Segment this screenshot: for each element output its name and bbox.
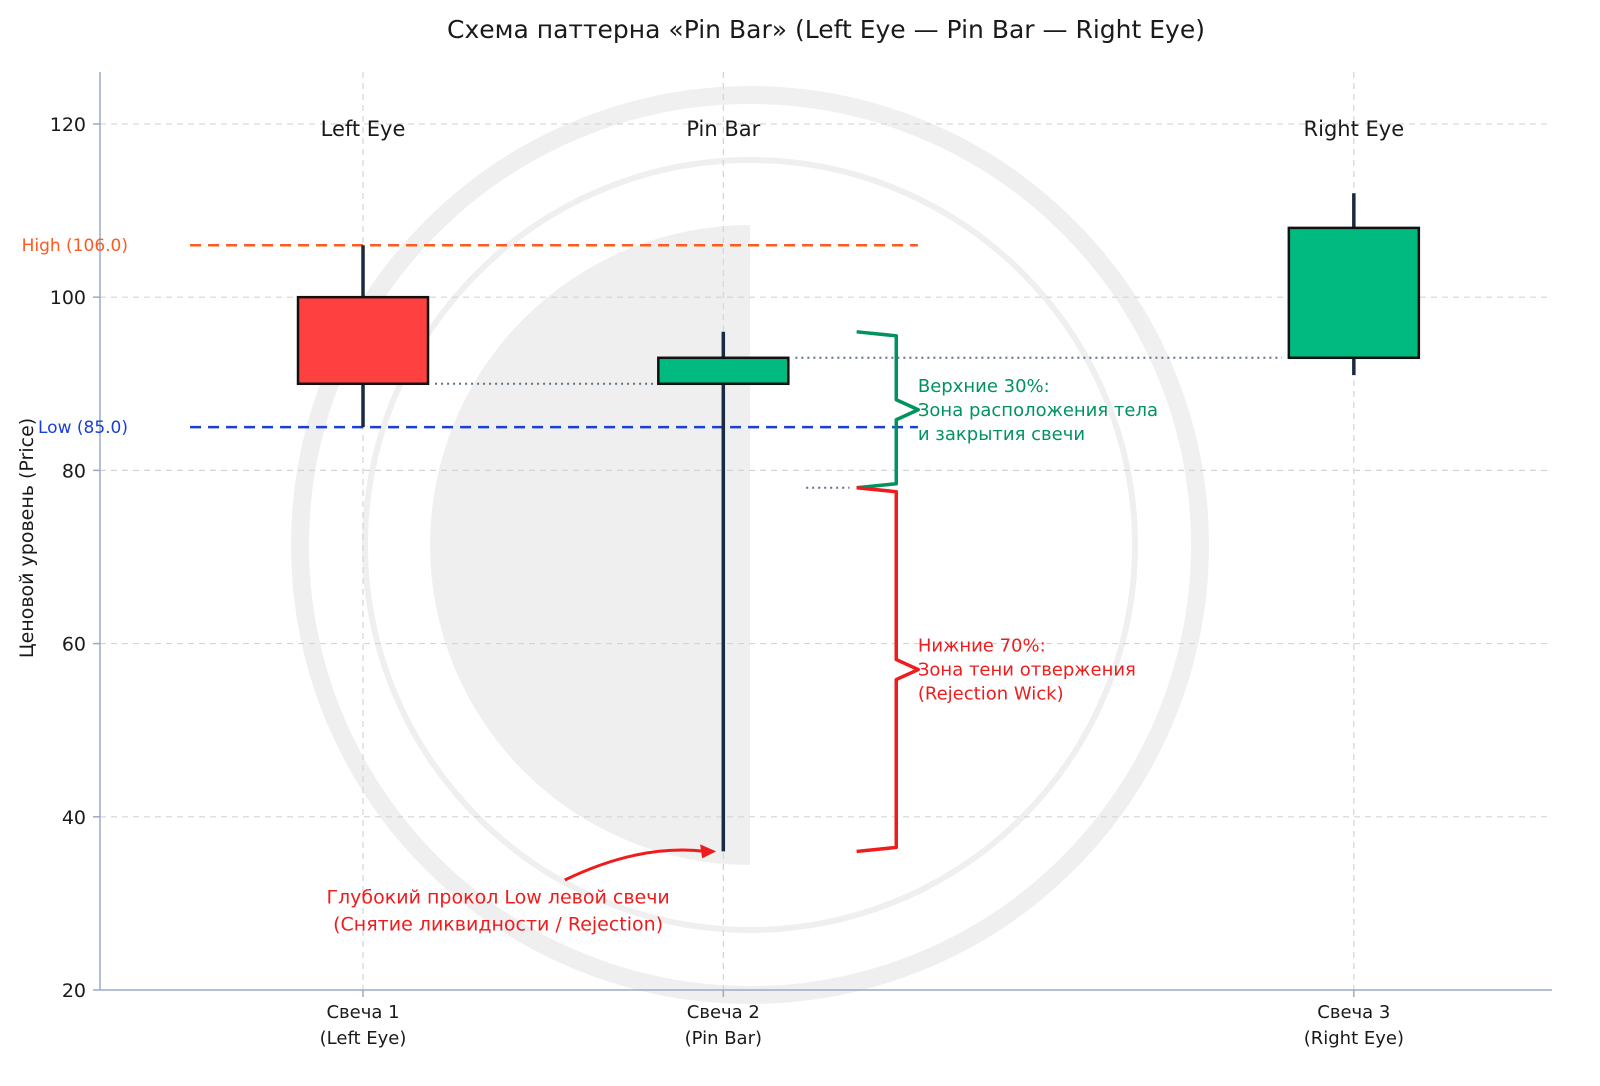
zone-label: (Rejection Wick) xyxy=(918,684,1064,705)
candle-name-label: Left Eye xyxy=(321,117,406,141)
y-tick-label: 20 xyxy=(62,980,86,1002)
y-axis-label: Ценовой уровень (Price) xyxy=(16,418,38,658)
x-tick-label: (Right Eye) xyxy=(1304,1028,1404,1049)
reference-line-label: High (106.0) xyxy=(22,236,128,256)
reference-lines xyxy=(190,243,1282,489)
x-tick-label: (Left Eye) xyxy=(320,1028,407,1049)
zone-label: Верхние 30%: xyxy=(918,376,1050,397)
candle-name-label: Pin Bar xyxy=(686,117,760,141)
reference-line-label: Low (85.0) xyxy=(38,418,128,438)
y-tick-label: 40 xyxy=(62,807,86,829)
candle-body xyxy=(657,356,790,386)
zone-label: и закрытия свечи xyxy=(918,424,1085,445)
y-tick-label: 80 xyxy=(62,460,86,482)
y-tick-label: 100 xyxy=(50,287,86,309)
candle-body xyxy=(1287,226,1421,360)
y-tick-label: 60 xyxy=(62,634,86,656)
grid xyxy=(100,72,1552,990)
zone-brackets xyxy=(564,330,921,882)
x-tick-label: Свеча 1 xyxy=(326,1002,399,1023)
zone-label: Зона тени отвержения xyxy=(918,660,1136,681)
candles xyxy=(296,193,1421,852)
x-tick-label: (Pin Bar) xyxy=(685,1028,762,1049)
zone-bracket xyxy=(856,485,921,854)
x-tick-label: Свеча 3 xyxy=(1317,1002,1390,1023)
candle-name-label: Right Eye xyxy=(1304,117,1405,141)
candle-body xyxy=(296,295,430,386)
watermark-logo xyxy=(291,86,1209,1004)
axes xyxy=(93,72,1552,997)
zone-label: Нижние 70%: xyxy=(918,636,1046,657)
annotation-text: Глубокий прокол Low левой свечи xyxy=(326,886,669,908)
annotation-text: (Снятие ликвидности / Rejection) xyxy=(333,913,663,935)
x-tick-label: Свеча 2 xyxy=(687,1002,760,1023)
annotation-arrow xyxy=(564,848,707,882)
zone-label: Зона расположения тела xyxy=(918,400,1158,421)
annotation-arrowhead xyxy=(700,844,717,859)
y-tick-label: 120 xyxy=(50,114,86,136)
zone-bracket xyxy=(856,330,921,490)
chart-title: Схема паттерна «Pin Bar» (Left Eye — Pin… xyxy=(447,15,1205,44)
